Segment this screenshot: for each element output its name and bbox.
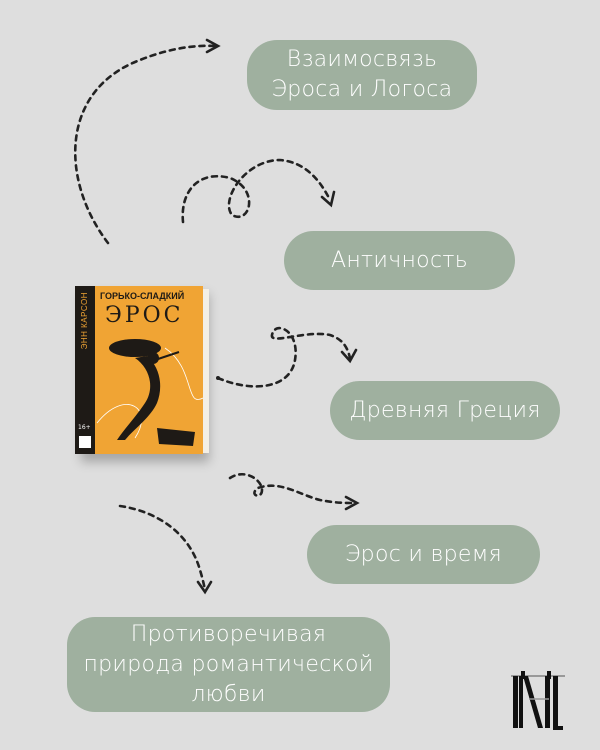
arrow-to-topic-1 [73,44,217,245]
topic-romantic-love: Противоречивая природа романтической любви [67,617,390,712]
topic-line: Противоречивая [130,621,327,647]
arrowhead [340,348,358,364]
topic-eros-time: Эрос и время [307,525,540,584]
topic-line: любви [191,681,266,707]
topic-line: Эроса и Логоса [271,77,453,102]
arrowhead [196,580,213,595]
topic-line: Эрос и время [345,541,502,567]
topic-line: природа романтической [83,651,374,677]
age-rating: 16+ [78,424,91,431]
arrow-to-topic-3 [216,326,352,388]
arrow-to-topic-2 [181,158,332,224]
arrowhead [205,38,221,54]
topic-line: Античность [331,247,468,273]
book-cover: ЭНН КАРСОН 16+ ГОРЬКО-СЛАДКИЙ ЭРОС [75,286,209,454]
book-title-line2: ЭРОС [105,303,184,328]
publisher-mark-icon [79,436,91,448]
book-spine [75,286,95,454]
publisher-logo-icon [511,671,565,730]
book-page-edge [203,289,209,453]
dot [216,376,220,380]
arrow-to-topic-4 [228,472,357,505]
topic-antiquity: Античность [284,231,515,290]
book-title-line1: ГОРЬКО-СЛАДКИЙ [100,291,185,301]
book-author: ЭНН КАРСОН [80,292,89,350]
topic-line: Древняя Греция [349,397,541,423]
arrowhead [344,495,360,511]
topic-line: Взаимосвязь [286,47,438,72]
topic-ancient-greece: Древняя Греция [330,381,560,440]
arrow-to-topic-5 [118,504,207,592]
flying-figure-illustration [96,339,203,446]
arrowhead [320,190,336,208]
